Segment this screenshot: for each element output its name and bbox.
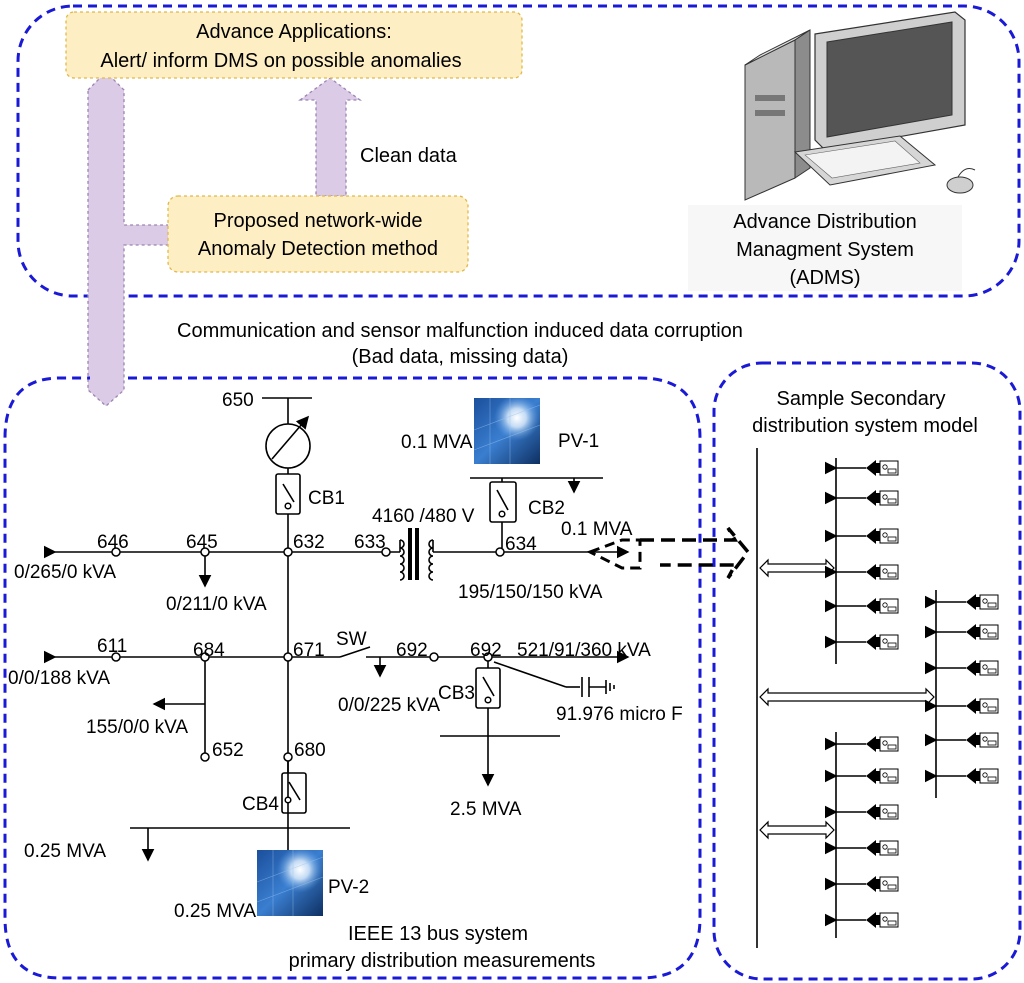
bus-633-label: 633 — [354, 532, 386, 553]
bus-650-feeder — [262, 397, 312, 900]
capacitor-icon — [581, 677, 615, 697]
secondary-connection-arrow — [586, 526, 751, 580]
proposed-method-line2: Anomaly Detection method — [198, 238, 438, 260]
pv2-label: PV-2 — [328, 877, 369, 898]
pv2-size-label: 0.25 MVA — [174, 901, 256, 922]
bus-645-label: 645 — [186, 532, 218, 553]
sw-label: SW — [336, 629, 367, 650]
pv1-size-label: 0.1 MVA — [401, 432, 473, 453]
clean-data-arrow — [298, 77, 362, 197]
load-634-label: 195/150/150 kVA — [458, 582, 603, 603]
bus-650-label: 650 — [222, 390, 254, 411]
bus-611-label: 611 — [97, 636, 127, 657]
bus-684-label: 684 — [193, 640, 225, 661]
load-645-label: 0/211/0 kVA — [166, 594, 267, 615]
pv3-size-label: 2.5 MVA — [450, 799, 522, 820]
load-675-label: 521/91/360 kVA — [517, 640, 651, 661]
cb2-label: CB2 — [528, 498, 565, 519]
adms-label-bg — [688, 205, 962, 291]
computer-icon — [744, 11, 976, 201]
pv1-feeder — [470, 477, 603, 548]
clean-data-label: Clean data — [360, 145, 458, 167]
pv1-panel-icon — [473, 398, 541, 464]
capacitor-label: 91.976 micro F — [556, 704, 683, 725]
adms-label-line1: Advance Distribution — [733, 211, 916, 233]
ieee13-region-border — [3, 376, 702, 980]
advance-apps-title: Advance Applications: — [196, 21, 392, 43]
bus-row-632 — [43, 545, 630, 588]
bus-632-label: 632 — [293, 532, 325, 553]
bus-692a-label: 692 — [396, 640, 428, 661]
corruption-line1: Communication and sensor malfunction ind… — [177, 320, 743, 342]
corruption-line2: (Bad data, missing data) — [352, 346, 569, 368]
advance-apps-subtitle: Alert/ inform DMS on possible anomalies — [100, 50, 461, 72]
meter-group-bottom — [824, 735, 899, 929]
bus-692b-label: 692 — [470, 640, 502, 661]
bus-671-label: 671 — [293, 640, 325, 661]
load-646-label: 0/265/0 kVA — [14, 562, 116, 583]
pv2-bus-size-label: 0.25 MVA — [24, 841, 106, 862]
bus-680-label: 680 — [294, 740, 326, 761]
secondary-title-line2: distribution system model — [752, 415, 978, 437]
proposed-method-line1: Proposed network-wide — [214, 210, 423, 232]
proposed-method-box — [167, 195, 469, 273]
cb4-branch — [130, 761, 350, 862]
load-692-label: 0/0/225 kVA — [338, 695, 440, 716]
load-611-label: 0/0/188 kVA — [8, 668, 110, 689]
secondary-title-line1: Sample Secondary — [777, 388, 946, 410]
cb4-label: CB4 — [242, 794, 279, 815]
cb1-label: CB1 — [308, 488, 345, 509]
ieee13-caption-line2: primary distribution measurements — [289, 950, 596, 972]
transformer-icon — [399, 528, 434, 581]
adms-region-border — [16, 4, 1021, 298]
adms-label-line2: Managment System — [736, 239, 914, 261]
secondary-double-arrows — [759, 558, 935, 840]
meter-group-right — [924, 593, 999, 785]
ieee13-caption-line1: IEEE 13 bus system — [348, 923, 528, 945]
bus-634-label: 634 — [505, 534, 537, 555]
pv1-label: PV-1 — [558, 431, 599, 452]
transformer-label: 4160 /480 V — [372, 506, 475, 527]
bus-row-671 — [43, 646, 630, 762]
cb2-size-label: 0.1 MVA — [561, 519, 633, 540]
cb3-branch — [440, 661, 580, 787]
secondary-region-border — [712, 361, 1022, 981]
load-684-label: 155/0/0 kVA — [86, 717, 188, 738]
cb3-label: CB3 — [438, 683, 475, 704]
bus-646-label: 646 — [97, 532, 129, 553]
meter-group-top — [824, 459, 899, 651]
bus-652-label: 652 — [212, 740, 244, 761]
pv2-panel-icon — [256, 850, 324, 916]
adms-label-line3: (ADMS) — [789, 267, 860, 289]
advance-applications-box — [65, 11, 523, 79]
